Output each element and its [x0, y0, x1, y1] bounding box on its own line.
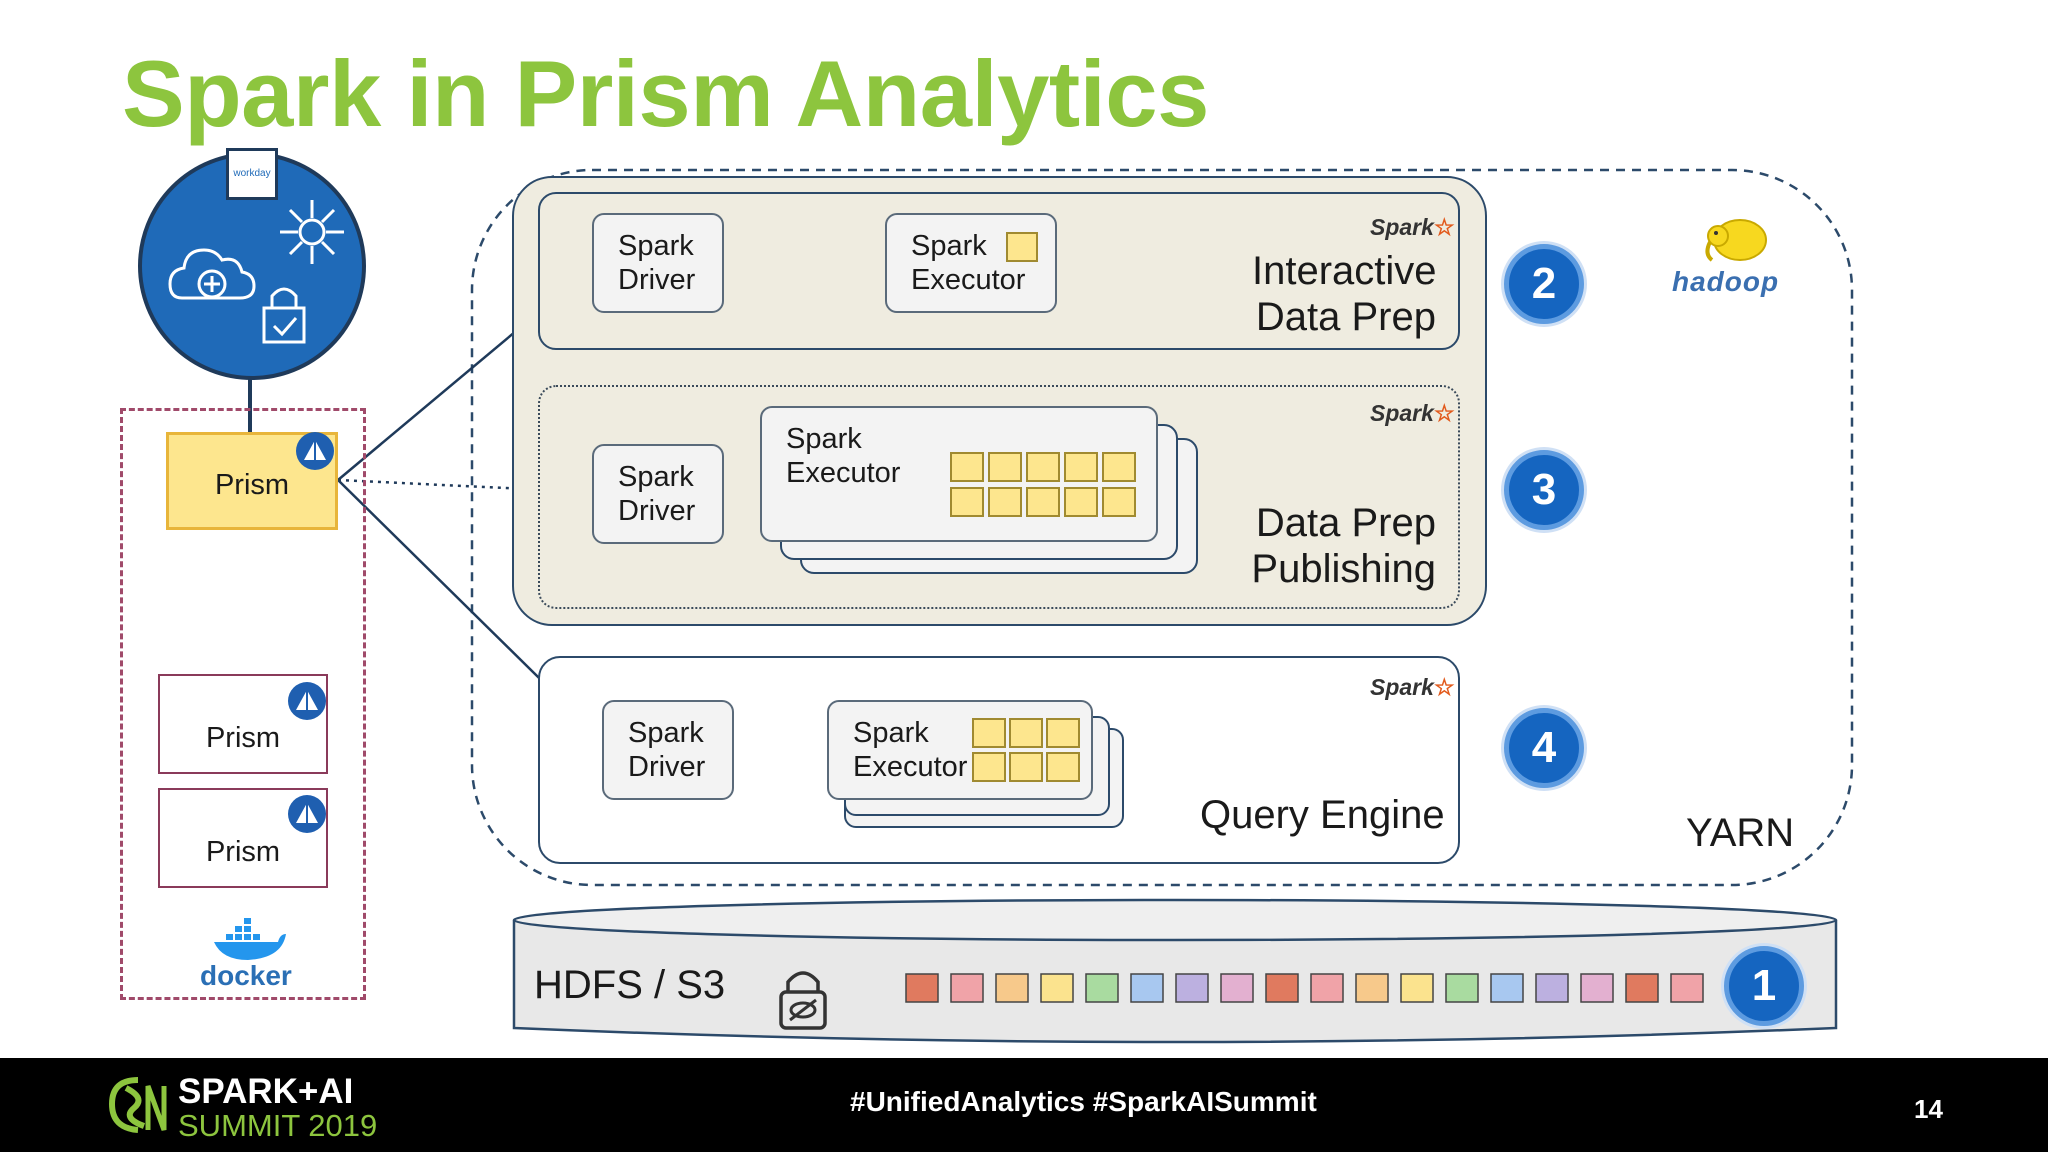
spark-executor-query[interactable]: Spark Executor [827, 700, 1093, 800]
prism-logo-icon [296, 432, 334, 470]
section-title-line2: Publishing [1251, 547, 1436, 591]
storage-cylinder [512, 898, 1838, 1044]
prism-logo-icon [288, 682, 326, 720]
data-block [950, 973, 984, 1003]
publishing-title: Data Prep Publishing [1236, 500, 1436, 592]
executor-task-slot [1006, 232, 1038, 262]
storage-data-blocks [904, 972, 1704, 1006]
data-prep-publishing-section [538, 385, 1460, 609]
driver-label-2: Driver [618, 495, 696, 527]
step-badge-1: 1 [1724, 946, 1804, 1026]
executor-label-2: Executor [853, 751, 968, 783]
section-title-line1: Interactive [1252, 249, 1437, 293]
spark-logo-text: Spark [1370, 214, 1434, 240]
driver-label-1: Spark [618, 461, 694, 493]
spark-executor-interactive[interactable]: Spark Executor [885, 213, 1057, 313]
hadoop-elephant-icon [1705, 219, 1767, 262]
data-block [1670, 973, 1704, 1003]
executor-label-1: Spark [853, 717, 929, 749]
executor-task-grid [950, 452, 1136, 518]
docker-logo: docker [196, 916, 296, 996]
data-block [1085, 973, 1119, 1003]
spark-logo: Spark☆ [1370, 214, 1455, 240]
hadoop-label: hadoop [1672, 266, 1780, 297]
data-block [905, 973, 939, 1003]
spark-logo: Spark☆ [1370, 674, 1455, 700]
spark-logo: Spark☆ [1370, 400, 1455, 426]
section-title-line1: Data Prep [1255, 501, 1436, 545]
data-block [1130, 973, 1164, 1003]
data-block [995, 973, 1029, 1003]
spark-ai-summit-logo-icon [108, 1077, 167, 1133]
executor-label-1: Spark [911, 230, 987, 262]
query-engine-title: Query Engine [1200, 793, 1445, 837]
data-block [1310, 973, 1344, 1003]
prism-logo-icon [288, 795, 326, 833]
executor-label-1: Spark [786, 423, 862, 455]
executor-label-2: Executor [786, 457, 901, 489]
slide-title: Spark in Prism Analytics [122, 41, 1209, 146]
docker-label: docker [200, 960, 292, 991]
docker-whale-icon [214, 918, 286, 960]
spark-driver-query[interactable]: Spark Driver [602, 700, 734, 800]
data-block [1490, 973, 1524, 1003]
driver-label-1: Spark [628, 717, 704, 749]
data-block [1400, 973, 1434, 1003]
step-badge-4: 4 [1504, 708, 1584, 788]
data-block [1445, 973, 1479, 1003]
storage-label: HDFS / S3 [534, 963, 726, 1007]
section-title-line2: Data Prep [1255, 295, 1436, 339]
page-number: 14 [1914, 1094, 1943, 1124]
spark-driver-publishing[interactable]: Spark Driver [592, 444, 724, 544]
spark-driver-interactive[interactable]: Spark Driver [592, 213, 724, 313]
data-block [1535, 973, 1569, 1003]
spark-logo-text: Spark [1370, 674, 1434, 700]
data-block [1175, 973, 1209, 1003]
executor-task-grid [972, 718, 1082, 784]
slide-footer: SPARK+AI SUMMIT 2019 #UnifiedAnalytics #… [0, 1058, 2048, 1152]
data-block [1220, 973, 1254, 1003]
driver-label-1: Spark [618, 230, 694, 262]
spark-logo-text: Spark [1370, 400, 1434, 426]
interactive-title: Interactive Data Prep [1252, 248, 1437, 340]
workday-logo-text: workday [233, 168, 271, 179]
driver-label-2: Driver [628, 751, 706, 783]
step-badge-2: 2 [1504, 244, 1584, 324]
data-block [1265, 973, 1299, 1003]
footer-logo-line1: SPARK+AI [178, 1072, 354, 1111]
data-block [1580, 973, 1614, 1003]
data-block [1040, 973, 1074, 1003]
yarn-label: YARN [1686, 811, 1795, 855]
prism-label: Prism [205, 722, 281, 754]
data-block [1625, 973, 1659, 1003]
hadoop-logo: hadoop [1672, 212, 1802, 302]
footer-logo-line2: SUMMIT 2019 [178, 1108, 378, 1143]
cloud-network-lock-icon [168, 200, 344, 344]
data-block [1355, 973, 1389, 1003]
driver-label-2: Driver [618, 264, 696, 296]
executor-label-2: Executor [911, 264, 1026, 296]
prism-label: Prism [205, 836, 281, 868]
step-badge-3: 3 [1504, 450, 1584, 530]
encrypted-lock-icon [776, 962, 830, 1032]
prism-label: Prism [214, 469, 290, 501]
workday-logo: workday [226, 148, 278, 200]
docker-container-region [120, 408, 366, 1000]
footer-hashtags: #UnifiedAnalytics #SparkAISummit [850, 1086, 1317, 1117]
